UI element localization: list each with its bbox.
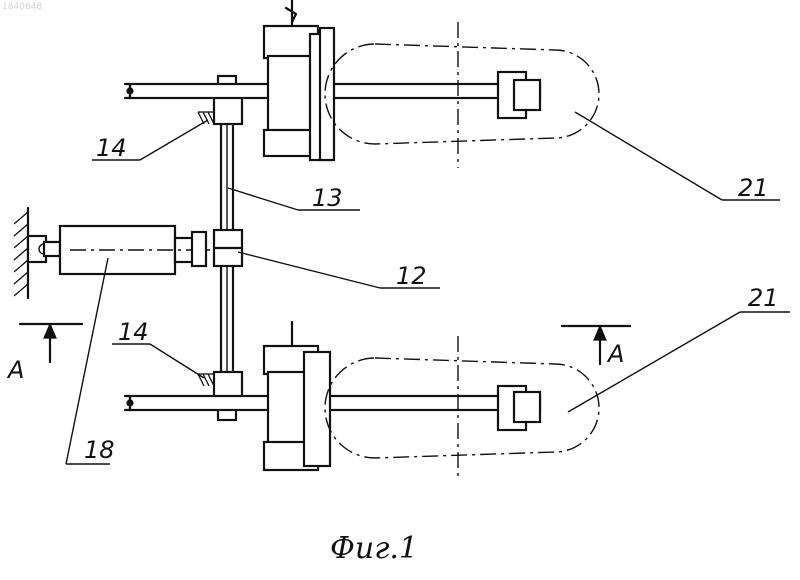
section-marker-left — [20, 324, 82, 362]
label-13: 13 — [312, 184, 343, 212]
section-label-left: A — [6, 356, 24, 384]
label-21-bottom: 21 — [748, 284, 779, 312]
upper-track-bracket — [498, 72, 540, 118]
figure-caption: Фиг.1 — [330, 531, 418, 566]
center-joint — [214, 230, 242, 266]
section-label-right: A — [606, 340, 624, 368]
label-14-top: 14 — [96, 134, 127, 162]
lower-arm — [125, 396, 540, 410]
label-21-top: 21 — [738, 174, 769, 202]
label-18: 18 — [84, 436, 115, 464]
lower-wheel-hub — [264, 322, 330, 470]
label-12: 12 — [396, 262, 427, 290]
label-14-bottom: 14 — [118, 318, 149, 346]
wall-mount — [14, 208, 60, 298]
document-id-watermark: 1840648 — [2, 2, 42, 12]
lower-track-bracket — [498, 386, 540, 430]
leader-lines — [66, 112, 790, 464]
upper-wheel-hub — [264, 0, 334, 160]
